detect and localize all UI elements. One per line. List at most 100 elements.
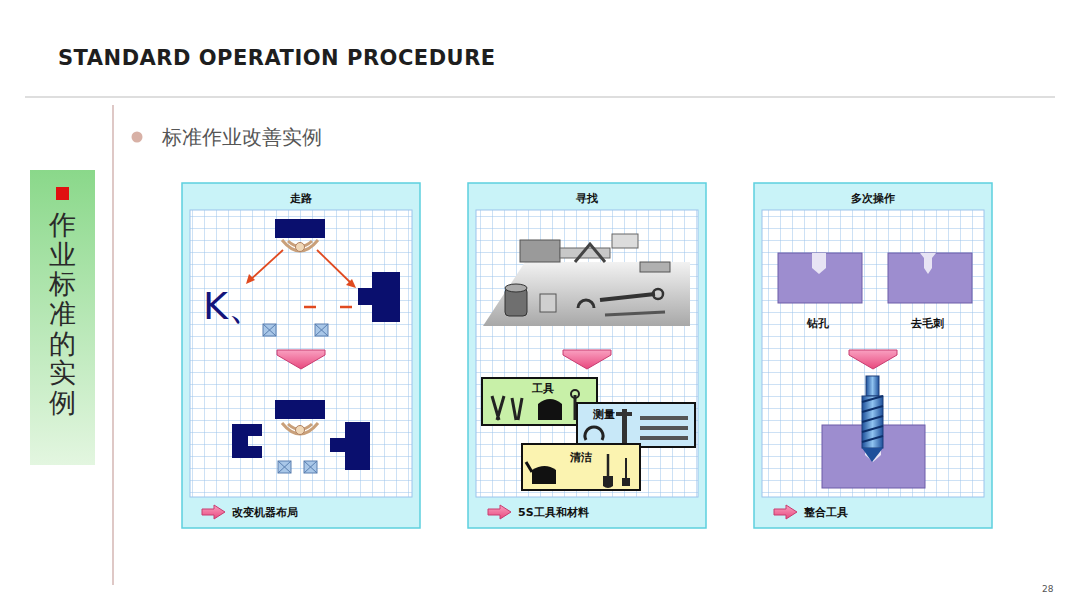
figure-part bbox=[640, 426, 688, 430]
figure-part bbox=[232, 424, 262, 458]
figure-part bbox=[492, 396, 504, 420]
figure-part bbox=[249, 250, 283, 281]
figure-part bbox=[862, 406, 883, 412]
figure-part bbox=[476, 210, 698, 497]
figure-part bbox=[605, 312, 665, 315]
figure-part bbox=[304, 461, 317, 473]
figure-part bbox=[862, 396, 883, 448]
figure-part bbox=[578, 300, 594, 308]
figure-part bbox=[640, 262, 670, 272]
figure-part bbox=[538, 399, 562, 420]
figure-part bbox=[275, 219, 325, 238]
example-panel: 多次操作整合工具 bbox=[754, 183, 992, 528]
figure-part bbox=[862, 416, 883, 422]
slide-title: STANDARD OPERATION PROCEDURE bbox=[58, 46, 496, 70]
figure-part bbox=[278, 461, 291, 473]
figure-part bbox=[346, 279, 356, 288]
figure-part bbox=[468, 183, 706, 528]
figure-part bbox=[862, 448, 883, 462]
figure-part bbox=[862, 396, 883, 442]
figure-part bbox=[603, 476, 613, 488]
panel-header: 走路 bbox=[182, 191, 420, 206]
figure-part bbox=[182, 183, 420, 528]
figure-part bbox=[778, 253, 972, 488]
figure-part bbox=[622, 478, 630, 486]
marker-letter: K、 bbox=[203, 281, 266, 332]
tool-group-box: 测量 bbox=[577, 403, 695, 447]
figure-part bbox=[512, 398, 522, 420]
example-panel: 寻找5S工具和材料工具测量清洁 bbox=[468, 183, 706, 528]
panel-footer: 改变机器布局 bbox=[232, 505, 298, 520]
figure-part bbox=[888, 253, 972, 303]
tool-group-box: 工具 bbox=[482, 378, 597, 425]
figure-part bbox=[482, 378, 695, 490]
figure-part bbox=[296, 426, 305, 435]
group-label: 工具 bbox=[532, 381, 554, 396]
figure-part bbox=[571, 390, 579, 398]
step-label: 钻孔 bbox=[807, 316, 829, 331]
figure-part bbox=[920, 253, 936, 274]
figure-part bbox=[520, 240, 560, 262]
figure-part bbox=[532, 466, 556, 484]
group-label: 清洁 bbox=[570, 450, 592, 465]
figure-part bbox=[575, 244, 605, 262]
figure-part bbox=[340, 306, 352, 309]
page-number: 28 bbox=[1042, 584, 1053, 594]
figure-part bbox=[304, 306, 316, 309]
figure-part bbox=[577, 403, 695, 447]
figure-part bbox=[862, 396, 883, 402]
panel-header: 多次操作 bbox=[754, 191, 992, 206]
side-band: 作业标准的实例 bbox=[30, 170, 95, 465]
panel-footer: 整合工具 bbox=[804, 505, 848, 520]
figure-part bbox=[540, 294, 556, 312]
figure-part bbox=[275, 400, 325, 419]
figure-part bbox=[778, 253, 862, 303]
figure-part bbox=[640, 416, 688, 420]
figure-part bbox=[25, 97, 1055, 98]
panel-footer: 5S工具和材料 bbox=[518, 505, 589, 520]
figure-part bbox=[585, 427, 603, 440]
group-label: 测量 bbox=[593, 407, 615, 422]
figure-part bbox=[774, 505, 797, 519]
bullet-text: 标准作业改善实例 bbox=[162, 124, 322, 151]
figure-part bbox=[812, 253, 826, 274]
vertical-heading: 作业标准的实例 bbox=[49, 210, 76, 418]
figure-part bbox=[315, 324, 328, 336]
figure-part bbox=[330, 422, 370, 470]
figure-part bbox=[612, 234, 638, 248]
step-label: 去毛刺 bbox=[911, 316, 944, 331]
figure-part bbox=[563, 350, 611, 369]
figure-part bbox=[482, 234, 695, 490]
figure-part bbox=[182, 183, 992, 528]
figure-part bbox=[607, 454, 610, 476]
figure-part bbox=[30, 170, 95, 465]
figure-part bbox=[296, 243, 305, 252]
figure-part bbox=[483, 262, 690, 326]
figure-part bbox=[263, 324, 328, 473]
figure-part bbox=[653, 289, 663, 299]
figure-part bbox=[56, 187, 69, 200]
figure-part bbox=[526, 462, 532, 472]
figure-part bbox=[862, 436, 883, 442]
figure-part bbox=[282, 423, 318, 434]
figure-part bbox=[317, 250, 353, 285]
figure-part bbox=[232, 219, 400, 473]
figure-part bbox=[282, 240, 318, 251]
figure-part bbox=[862, 426, 883, 432]
figure-part bbox=[202, 505, 225, 519]
figure-part bbox=[277, 350, 325, 369]
figure-part bbox=[304, 461, 317, 473]
figure-part bbox=[112, 105, 113, 585]
figure-part bbox=[866, 376, 879, 396]
figure-part bbox=[278, 461, 291, 473]
example-panel: 走路改变机器布局 bbox=[182, 183, 420, 528]
figure-part bbox=[616, 412, 632, 416]
figure-part bbox=[190, 210, 412, 497]
figure-part bbox=[358, 272, 400, 322]
figure-part bbox=[849, 350, 897, 369]
tool-group-box: 清洁 bbox=[522, 444, 640, 490]
figure-part bbox=[315, 324, 328, 336]
figure-part bbox=[505, 284, 527, 292]
figure-part bbox=[522, 444, 640, 490]
